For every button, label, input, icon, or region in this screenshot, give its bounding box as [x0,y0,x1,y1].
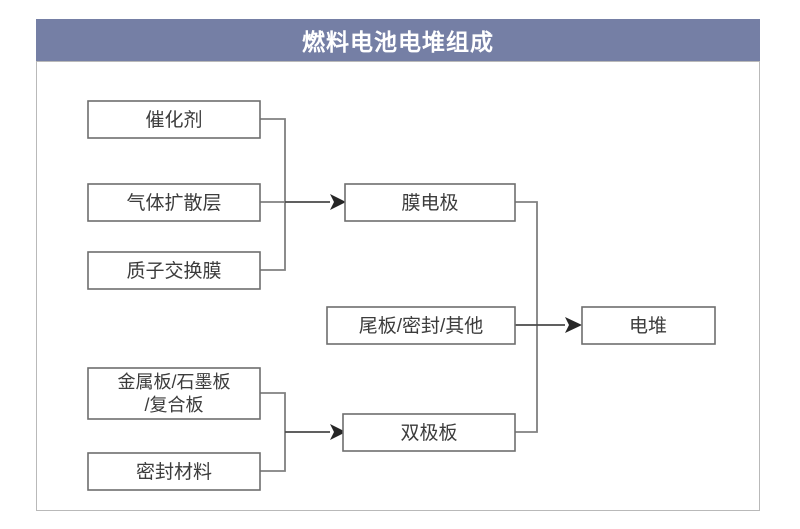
node-fuel-cell-stack-box [581,306,716,345]
connector-catalyst-to-bus [260,118,286,202]
connector-seal-material-to-bus [260,432,286,472]
connector-pem-to-bus [260,202,286,271]
node-gas-diffusion-layer-box [87,183,261,222]
node-seal-material[interactable]: 密封材料 [87,452,261,491]
node-catalyst-label: 催化剂 [145,109,202,131]
node-fuel-cell-stack-label: 电堆 [629,315,667,337]
arrow-head-to-stack [565,317,582,333]
connector-group-stack-inputs [515,201,582,433]
node-endplate-seal-other-label: 尾板/密封/其他 [359,315,484,337]
arrow-head-to-bipolar-plate [330,424,346,440]
connector-mea-to-bus [515,201,538,325]
node-membrane-electrode-assembly[interactable]: 膜电极 [344,183,516,222]
node-seal-material-label: 密封材料 [136,461,212,483]
node-bipolar-plate[interactable]: 双极板 [342,413,516,452]
node-endplate-seal-other-box [326,306,516,345]
node-fuel-cell-stack[interactable]: 电堆 [581,306,716,345]
node-gas-diffusion-layer-label: 气体扩散层 [126,192,221,214]
node-bipolar-plate-label: 双极板 [400,422,457,444]
node-plate-material-label-line2: /复合板 [144,395,203,415]
node-plate-material[interactable]: 金属板/石墨板 /复合板 [87,367,261,420]
connector-group-mea-inputs [260,118,346,271]
node-catalyst[interactable]: 催化剂 [87,100,261,139]
node-proton-exchange-membrane-box [87,251,261,290]
node-seal-material-box [87,452,261,491]
connector-group-bipolar-inputs [260,392,346,472]
node-proton-exchange-membrane[interactable]: 质子交换膜 [87,251,261,290]
page-title: 燃料电池电堆组成 [302,29,494,55]
connector-plate-material-to-bus [260,392,286,432]
diagram-header-bar: 燃料电池电堆组成 [36,19,760,61]
node-catalyst-box [87,100,261,139]
node-endplate-seal-other[interactable]: 尾板/密封/其他 [326,306,516,345]
node-gas-diffusion-layer[interactable]: 气体扩散层 [87,183,261,222]
node-plate-material-label-line1: 金属板/石墨板 [117,372,230,392]
node-membrane-electrode-assembly-label: 膜电极 [401,192,458,214]
node-plate-material-box [87,367,261,420]
node-bipolar-plate-box [342,413,516,452]
node-membrane-electrode-assembly-box [344,183,516,222]
node-proton-exchange-membrane-label: 质子交换膜 [126,260,221,282]
arrow-head-to-mea [330,194,346,210]
connector-bipolar-plate-to-bus [515,325,538,433]
